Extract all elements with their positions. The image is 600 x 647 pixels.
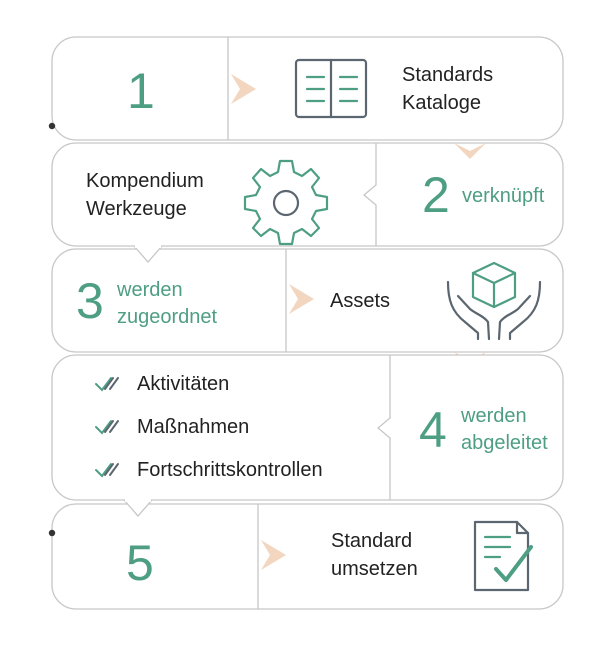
step-1-arrow bbox=[231, 74, 256, 104]
step-3-verb-line1: werden bbox=[117, 279, 183, 301]
check-icon bbox=[95, 463, 119, 478]
document-check-icon bbox=[473, 520, 533, 592]
step-4-speech-tail bbox=[123, 499, 153, 517]
step-2-box bbox=[51, 142, 564, 247]
step-2-label: Kompendium Werkzeuge bbox=[86, 167, 204, 223]
step-2-number: 2 bbox=[422, 167, 450, 223]
step-2-verb: verknüpft bbox=[462, 185, 545, 207]
step-1-number: 1 bbox=[127, 63, 155, 119]
step-3-number: 3 bbox=[76, 273, 104, 329]
checklist-item: Aktivitäten bbox=[137, 373, 230, 395]
step-2-speech-tail bbox=[133, 245, 163, 263]
step-2-label-line2: Werkzeuge bbox=[86, 198, 187, 220]
step-3-label: Assets bbox=[330, 290, 391, 312]
step-5-label-line2: umsetzen bbox=[331, 558, 418, 580]
step-1-label-line2: Kataloge bbox=[402, 92, 481, 114]
step-2-divider bbox=[362, 143, 377, 246]
gear-icon bbox=[243, 159, 329, 246]
step-4-verb: werden abgeleitet bbox=[461, 403, 548, 457]
step-5-label: Standard umsetzen bbox=[331, 527, 418, 583]
step-3-verb-line2: zugeordnet bbox=[117, 306, 218, 328]
step-5-box bbox=[51, 503, 564, 610]
checklist-item: Maßnahmen bbox=[137, 416, 250, 438]
check-icon bbox=[95, 377, 119, 392]
step-4-verb-line1: werden bbox=[461, 405, 527, 427]
start-dot bbox=[48, 122, 56, 130]
end-dot bbox=[48, 529, 56, 537]
step-4-verb-line2: abgeleitet bbox=[461, 432, 548, 454]
check-icons bbox=[95, 377, 119, 478]
step-5-label-line1: Standard bbox=[331, 530, 413, 552]
checklist-item: Fortschrittskontrollen bbox=[137, 459, 323, 481]
check-icon bbox=[95, 420, 119, 435]
step-4-box bbox=[51, 354, 564, 501]
step-1-label: Standards Kataloge bbox=[402, 61, 493, 117]
step-4-divider bbox=[376, 355, 391, 500]
step-2-label-line1: Kompendium bbox=[86, 170, 204, 192]
step-5-arrow bbox=[261, 540, 286, 570]
step-3-verb: werden zugeordnet bbox=[117, 277, 217, 331]
step-5-number: 5 bbox=[126, 535, 154, 591]
step-1-down-arrow bbox=[454, 143, 486, 159]
step-4-number: 4 bbox=[419, 402, 447, 458]
hands-box-icon bbox=[446, 261, 542, 341]
step-1-label-line1: Standards bbox=[402, 64, 494, 86]
book-icon bbox=[294, 58, 368, 119]
step-3-arrow bbox=[289, 284, 314, 314]
